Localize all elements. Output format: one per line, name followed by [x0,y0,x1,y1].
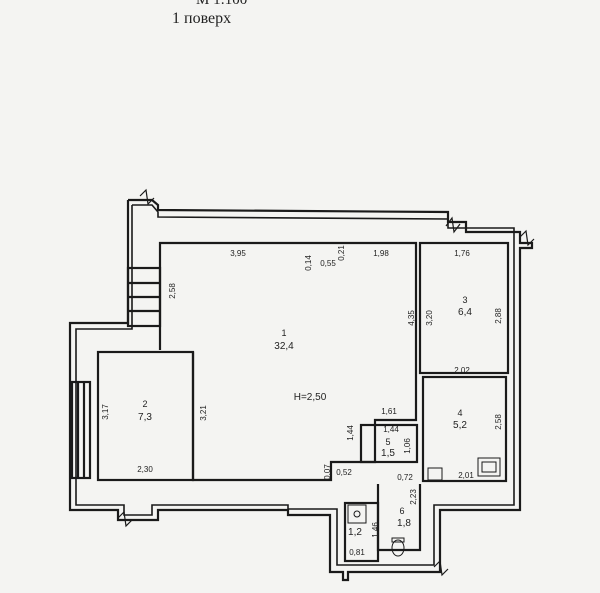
room-4-wall [421,375,508,483]
dim-2-02: 2,02 [454,366,470,375]
dim-3-17: 3,17 [101,404,110,420]
stove-icon [477,457,501,477]
fixtures [347,457,501,557]
dim-2-58-right: 2,58 [494,414,503,430]
toilet-icon [391,537,405,557]
dim-2-01: 2,01 [458,471,474,480]
dim-0-52: 0,52 [336,468,352,477]
dim-1-44-h: 1,44 [383,425,399,434]
entrance-steps [70,380,92,480]
room-6-area: 1,8 [397,518,411,529]
room-wc-area: 1,2 [348,527,362,538]
dim-0-55: 0,55 [320,259,336,268]
scale-label: М 1:100 [196,0,248,8]
room-3-wall [418,241,510,375]
dim-3-95: 3,95 [230,249,246,258]
dim-1-06: 1,06 [403,438,412,454]
room-2-wall [96,350,195,482]
dim-2-88: 2,88 [494,308,503,324]
dim-4-35: 4,35 [407,310,416,326]
dim-3-20: 3,20 [425,310,434,326]
dim-1-98: 1,98 [373,249,389,258]
outer-wall-inner [75,204,515,566]
dim-1-76: 1,76 [454,249,470,258]
room-1-height: H=2,50 [294,392,327,403]
dim-0-14: 0,14 [304,255,313,271]
dim-1-46: 1,46 [371,522,380,538]
walls [68,198,534,582]
dimension-labels: 3,95 0,14 0,55 0,21 1,98 1,76 2,58 3,17 … [101,245,503,557]
room-labels: 1 32,4 H=2,50 2 7,3 3 6,4 4 5,2 5 1,5 6 … [138,295,472,538]
room-3-area: 6,4 [458,307,472,318]
room-3-number: 3 [462,295,467,305]
room-5-number: 5 [385,437,390,447]
dim-0-07: 0,07 [323,464,332,480]
dim-1-44-v: 1,44 [346,425,355,441]
dim-2-30: 2,30 [137,465,153,474]
room-1-area: 32,4 [274,341,294,352]
dim-0-72: 0,72 [397,473,413,482]
room-4-number: 4 [457,408,462,418]
room-6-number: 6 [399,506,404,516]
room-5-wall [359,423,419,464]
sink-icon [347,504,367,524]
dim-2-23: 2,23 [409,489,418,505]
dim-1-61: 1,61 [381,407,397,416]
room-2-area: 7,3 [138,412,152,423]
wc-wall [343,501,380,563]
wash-basin-icon [427,467,443,481]
dim-3-21: 3,21 [199,405,208,421]
room-1-number: 1 [281,328,286,338]
room-1-wall [158,241,418,482]
dim-0-81: 0,81 [349,548,365,557]
room-5-area: 1,5 [381,448,395,459]
room-2-number: 2 [142,399,147,409]
break-marks [117,188,535,577]
room-4-area: 5,2 [453,420,467,431]
dim-2-58-left: 2,58 [168,283,177,299]
floor-title: 1 поверх [172,10,232,27]
dim-0-21: 0,21 [337,245,346,261]
